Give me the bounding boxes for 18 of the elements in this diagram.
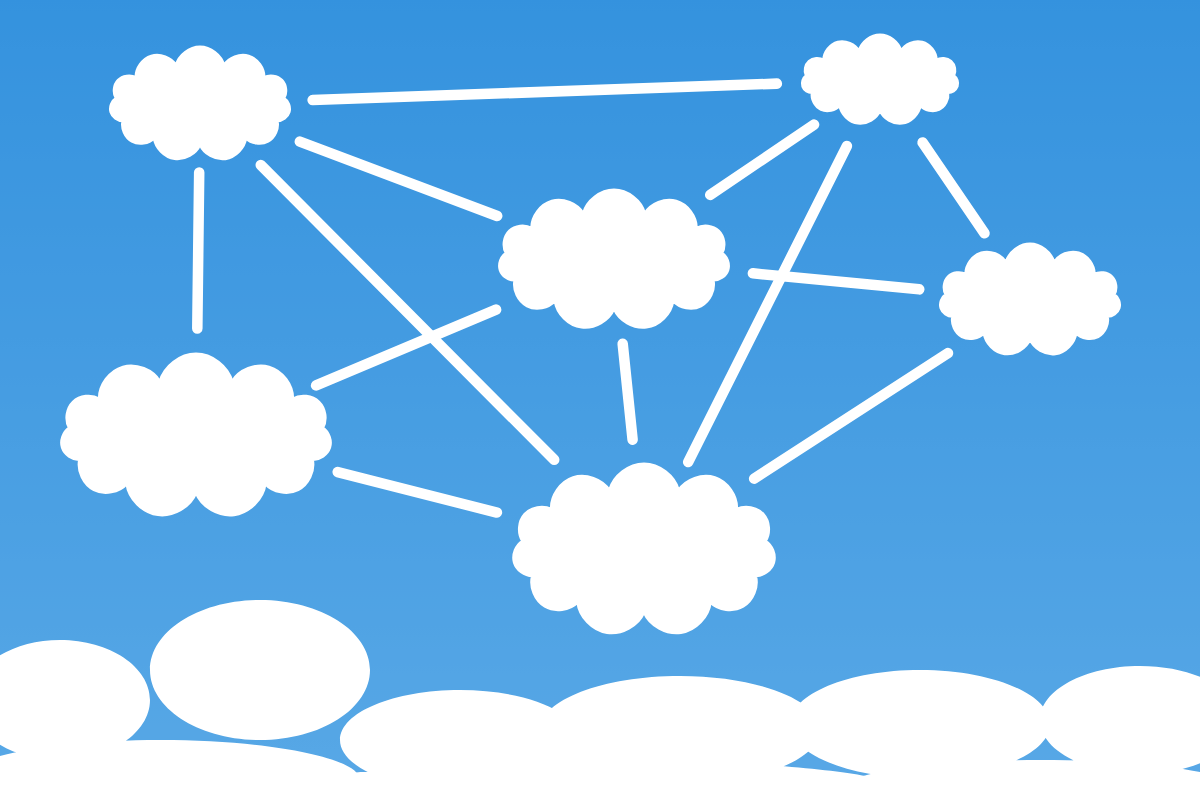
connector-line (917, 137, 990, 239)
connector-line (747, 268, 925, 295)
cloud-shape (498, 188, 730, 329)
cloud-shape (939, 242, 1121, 356)
connector-line (255, 159, 560, 466)
connector-line (307, 78, 783, 106)
cloud-shape (109, 45, 291, 161)
cloud-shape (60, 352, 332, 517)
connector-line (704, 119, 820, 201)
connector-line (332, 466, 503, 518)
connector-line (310, 304, 502, 391)
connector-line (617, 338, 638, 446)
cloud-shape (800, 33, 960, 125)
connector-line (682, 140, 853, 468)
connector-line (192, 167, 205, 334)
connector-line (748, 347, 954, 484)
cloud-shape (512, 462, 776, 635)
connector-line (294, 136, 503, 222)
